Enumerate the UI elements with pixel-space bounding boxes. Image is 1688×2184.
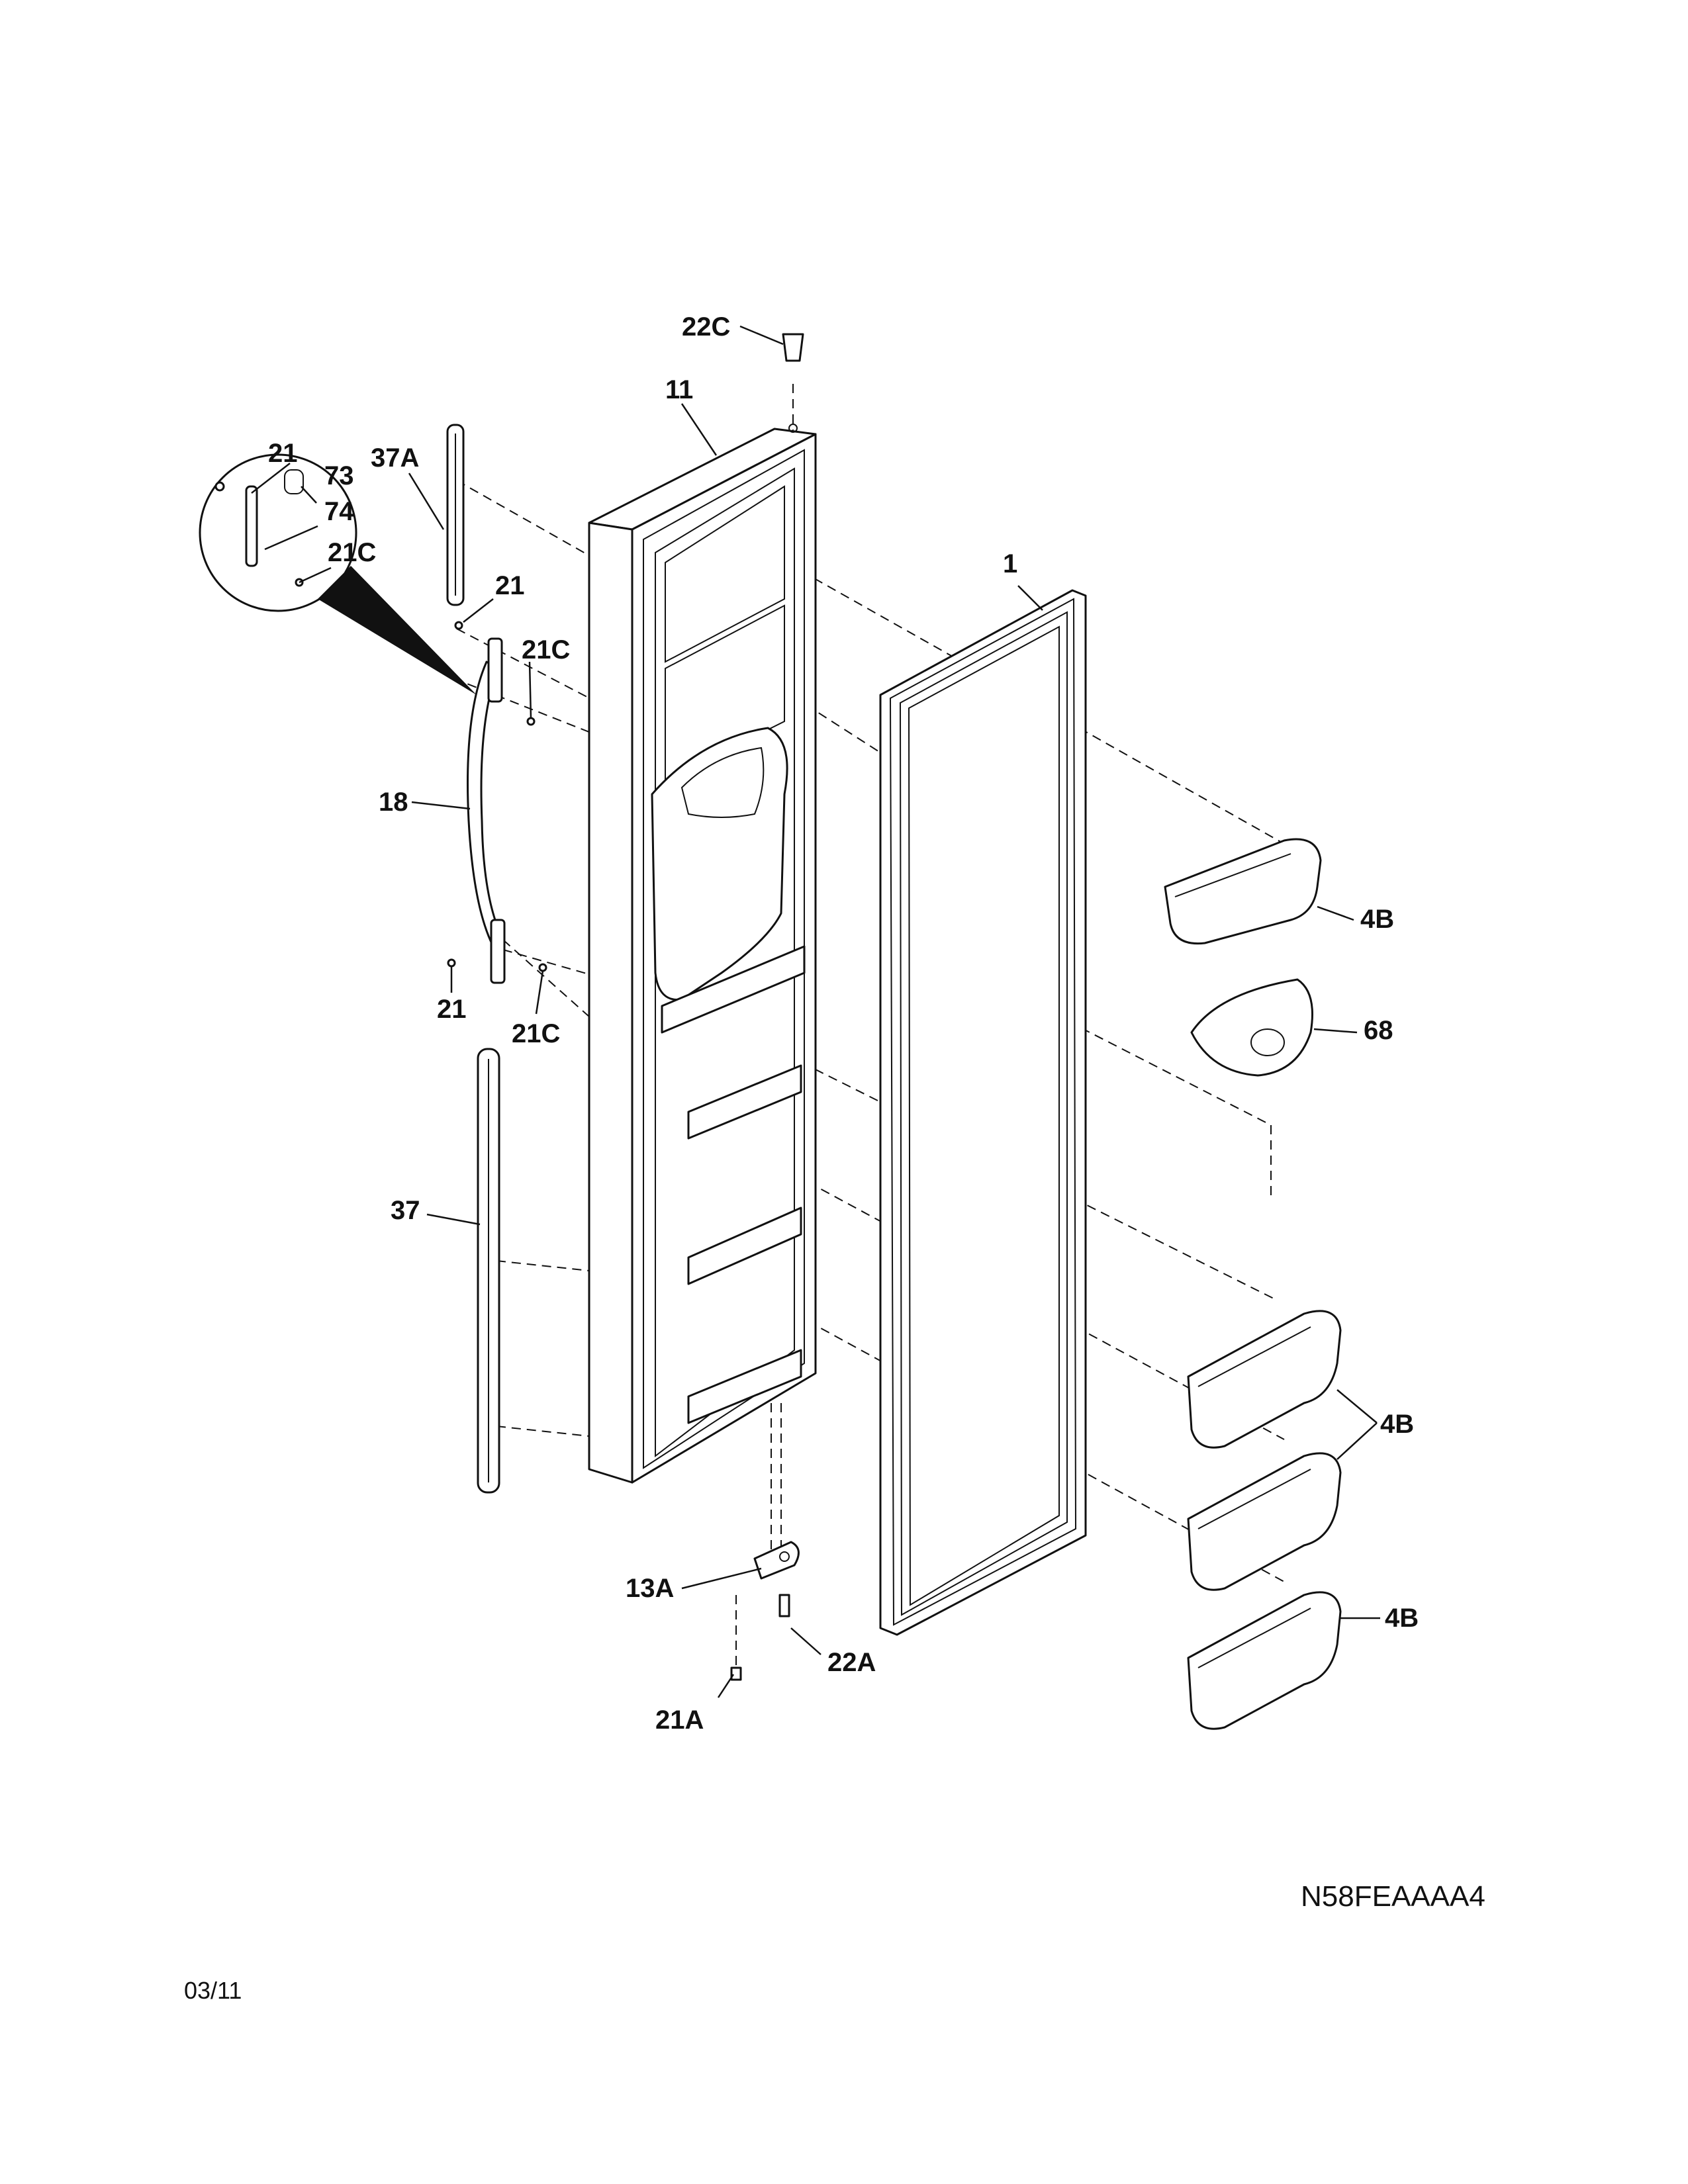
callout-21C-lower: 21C [512, 1019, 560, 1048]
hinge-parts [730, 333, 804, 1681]
upper-trim-37A [446, 424, 465, 606]
callout-21-detail: 21 [268, 439, 298, 468]
callout-68: 68 [1364, 1016, 1393, 1045]
door-assembly [588, 424, 817, 1484]
callout-73: 73 [324, 461, 354, 490]
diagram-code: N58FEAAAA4 [1301, 1880, 1485, 1913]
callout-22C-top: 22C [682, 312, 730, 341]
detail-inset [199, 453, 477, 695]
callout-21C-detail: 21C [328, 538, 376, 567]
leader-lines [251, 325, 1380, 1698]
door-bin-upper [1164, 838, 1322, 945]
lower-trim-37 [477, 1048, 500, 1494]
callout-labels: 22C 11 37A 21 73 74 21C 21 21C 1 18 4B 6… [268, 312, 1419, 1735]
callout-37A: 37A [371, 443, 419, 473]
callout-21-lower: 21 [437, 995, 467, 1024]
callout-4B-middle: 4B [1380, 1410, 1414, 1439]
callout-21C-upper: 21C [522, 635, 570, 664]
callout-13A: 13A [626, 1574, 674, 1603]
callout-21-upper: 21 [495, 571, 525, 600]
callout-37: 37 [391, 1196, 420, 1225]
callout-21A: 21A [655, 1706, 704, 1735]
callout-74: 74 [324, 497, 354, 526]
callout-4B-upper: 4B [1360, 905, 1394, 934]
door-handle-18 [467, 637, 506, 984]
alignment-lines [453, 384, 1285, 1668]
door-bin-middle-2 [1187, 1452, 1342, 1591]
callout-1: 1 [1003, 549, 1017, 578]
door-gasket [879, 589, 1087, 1636]
callout-4B-lower: 4B [1385, 1604, 1419, 1633]
callout-18: 18 [379, 788, 408, 817]
cup-68 [1190, 978, 1313, 1077]
callout-11: 11 [665, 375, 693, 404]
door-bin-lower [1187, 1591, 1342, 1730]
date-code: 03/11 [184, 1977, 242, 2004]
door-bin-middle-1 [1187, 1310, 1342, 1449]
callout-22A: 22A [827, 1648, 876, 1677]
